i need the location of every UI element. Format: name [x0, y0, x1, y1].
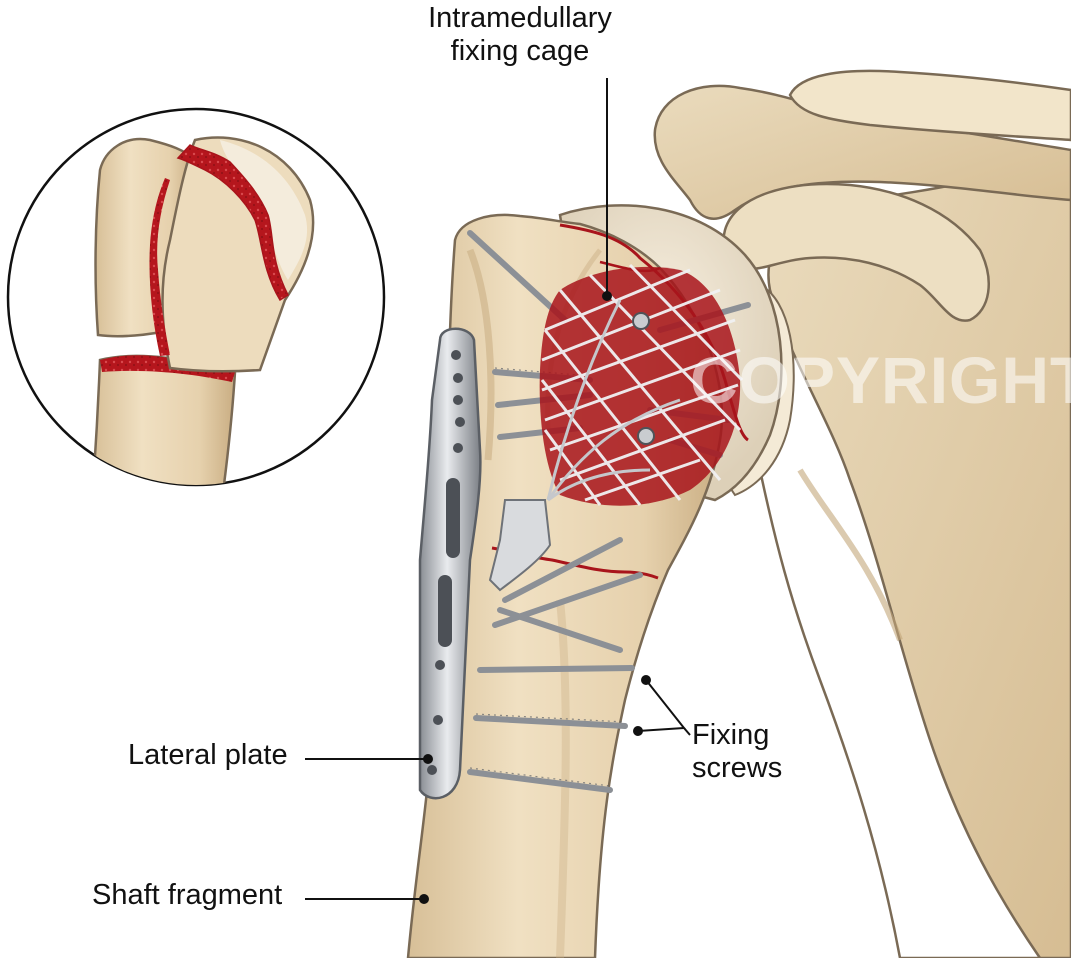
lateral-plate [418, 327, 482, 800]
screw [467, 769, 613, 793]
screw [473, 715, 628, 729]
intramedullary-cage-label: Intramedullary fixing cage [395, 2, 645, 69]
screw [502, 537, 623, 603]
screw [467, 230, 568, 323]
cage-label-line1: Intramedullary [428, 2, 612, 34]
shaft-fragment-label: Shaft fragment [92, 879, 283, 911]
screws-leader-dot-upper [641, 675, 651, 685]
leader-lines [305, 78, 691, 904]
plate-leader-dot [423, 754, 433, 764]
cage-leader-dot [602, 291, 612, 301]
screw [497, 607, 623, 653]
intramedullary-cage [488, 263, 744, 592]
fracture-detail-inset [6, 107, 386, 487]
screws-leader-dot-lower [633, 726, 643, 736]
acromion [653, 69, 1071, 220]
coracoid [722, 182, 990, 322]
screws-leader-tail [683, 727, 691, 736]
fixing-screws-label: Fixing screws [692, 719, 782, 786]
screws-label-line1: Fixing [692, 719, 770, 751]
screw [477, 665, 635, 673]
cage-label-line2: fixing cage [450, 35, 590, 68]
copyright-watermark: COPYRIGHT [690, 343, 1071, 417]
screws-leader-line [637, 679, 686, 732]
screws-label-line2: screws [692, 752, 783, 785]
lateral-plate-label: Lateral plate [128, 739, 288, 771]
shaft-leader-dot [419, 894, 429, 904]
